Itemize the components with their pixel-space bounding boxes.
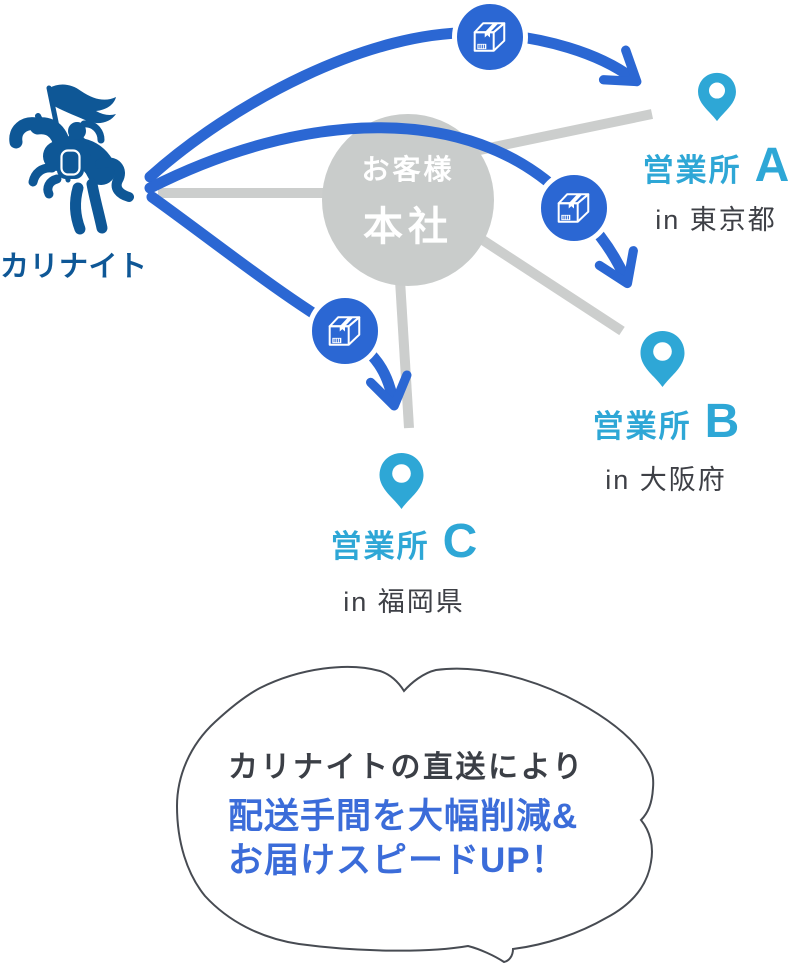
package-badge-c: [307, 293, 383, 369]
branch-b-title: 営業所 B: [566, 394, 766, 449]
hub-circle: お客様 本社: [322, 114, 494, 286]
brand-name: カリナイト: [0, 251, 148, 283]
package-box-icon: [328, 316, 361, 346]
connector-hub-to-branch-b: [472, 230, 625, 336]
branch-b-location: in 大阪府: [605, 465, 727, 495]
bubble-line-2: 配送手間を大幅削減&: [228, 797, 579, 836]
speech-bubble-text: カリナイトの直送により 配送手間を大幅削減& お届けスピードUP！: [228, 748, 628, 883]
branch-c-letter: C: [442, 515, 478, 568]
branch-c-location: in 福岡県: [343, 587, 465, 617]
branch-c-label: 営業所: [330, 529, 430, 564]
hub-customer-label: お客様: [361, 154, 455, 185]
map-pin-icon: [640, 331, 685, 387]
branch-a-location: in 東京都: [655, 205, 777, 235]
speech-bubble-cloud-outline: [175, 665, 655, 964]
package-badge-b: [536, 170, 612, 246]
branch-b-label: 営業所: [592, 409, 692, 444]
branch-a-label: 営業所: [642, 153, 742, 188]
map-pin-icon: [379, 453, 424, 509]
knight-on-horse-icon: [9, 84, 134, 235]
branch-b-letter: B: [704, 395, 740, 448]
hub-office-label: 本社: [363, 205, 453, 249]
package-box-icon: [557, 193, 590, 223]
branch-a-letter: A: [754, 139, 790, 192]
bubble-line-1: カリナイトの直送により: [228, 751, 585, 784]
bubble-line-3: お届けスピードUP！: [228, 841, 567, 880]
package-badge-a: [452, 0, 528, 75]
connector-hub-to-branch-c: [395, 279, 414, 429]
map-pin-icon: [698, 72, 736, 122]
branch-c-title: 営業所 C: [304, 514, 504, 569]
package-box-icon: [473, 22, 506, 52]
branch-a-title: 営業所 A: [616, 138, 800, 193]
